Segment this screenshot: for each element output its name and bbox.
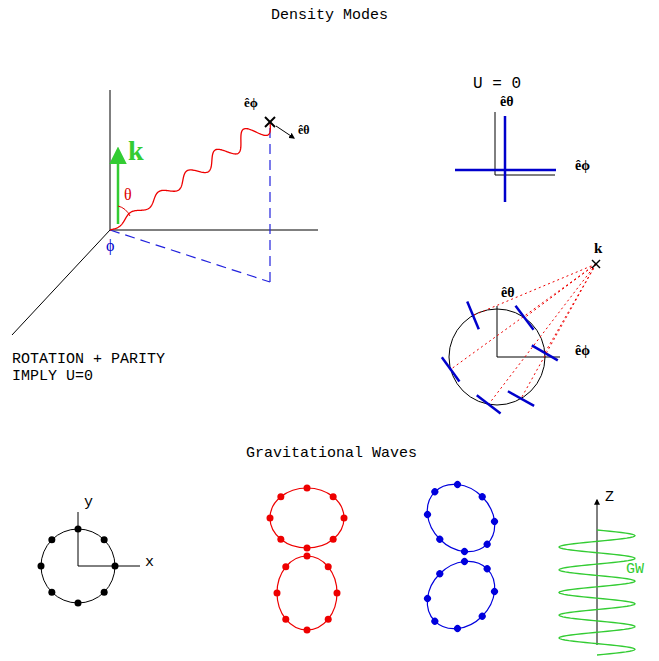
k-arrow [117,150,120,224]
sight-line [473,264,596,315]
particle [101,536,108,543]
sight-line [525,264,596,318]
wave-label: GW [626,562,644,579]
diagram-title: Density Modes [0,8,659,25]
deformed-ring [409,466,514,571]
basis-vector-label: êϕ [575,343,590,358]
axis-label: y [84,495,93,512]
particle [48,536,55,543]
e-theta-arrow [276,126,294,138]
z-axis [110,90,111,230]
deformed-ring [274,553,341,634]
particle [48,589,55,596]
x-mark [592,260,600,268]
polarization-stick [477,395,501,413]
angle-label: θ [124,186,132,204]
sight-line [489,264,596,404]
sight-line [521,264,596,399]
polarization-stick [516,306,534,330]
particle [75,600,82,607]
particle [112,563,119,570]
z-axis [597,500,598,645]
polarization-stick [532,345,558,360]
deformed-ring [409,543,514,648]
vector-label: k [128,136,144,167]
basis-vector-label: êϕ [575,158,590,173]
note-text: ROTATION + PARITY IMPLY U=0 [12,352,190,385]
basis-vector-label: êθ [298,124,310,137]
particle [38,563,45,570]
vector-label: k [594,240,602,257]
equation-label: U = 0 [473,76,521,94]
deformed-ring [267,485,348,552]
polarization-stick [442,357,460,381]
polarization-stick [508,391,534,406]
polarization-cross [455,116,556,202]
axes-3d [12,90,318,335]
x-mark [265,117,275,127]
basis-vector-label: êθ [500,94,514,109]
sight-line [451,264,596,369]
projection-line [269,128,270,282]
deformed-rings [38,466,514,648]
polarization-stick [467,302,479,330]
polarization-sticks [442,264,596,413]
basis-axes [497,306,560,357]
basis-vector-label: êϕ [244,96,258,110]
particle [101,589,108,596]
basis-vector-label: êθ [501,285,515,300]
gw-wave [559,530,635,655]
xy-axes [78,512,140,566]
axis-label: x [145,555,154,572]
angle-label: ϕ [106,237,114,255]
x-axis [12,230,110,335]
particle [75,526,82,533]
section-heading: Gravitational Waves [2,446,659,463]
axis-label: Z [605,490,614,507]
projection-line [110,230,270,282]
wave-path [110,122,270,230]
projection-lines [110,128,270,282]
y-axis [110,230,318,231]
